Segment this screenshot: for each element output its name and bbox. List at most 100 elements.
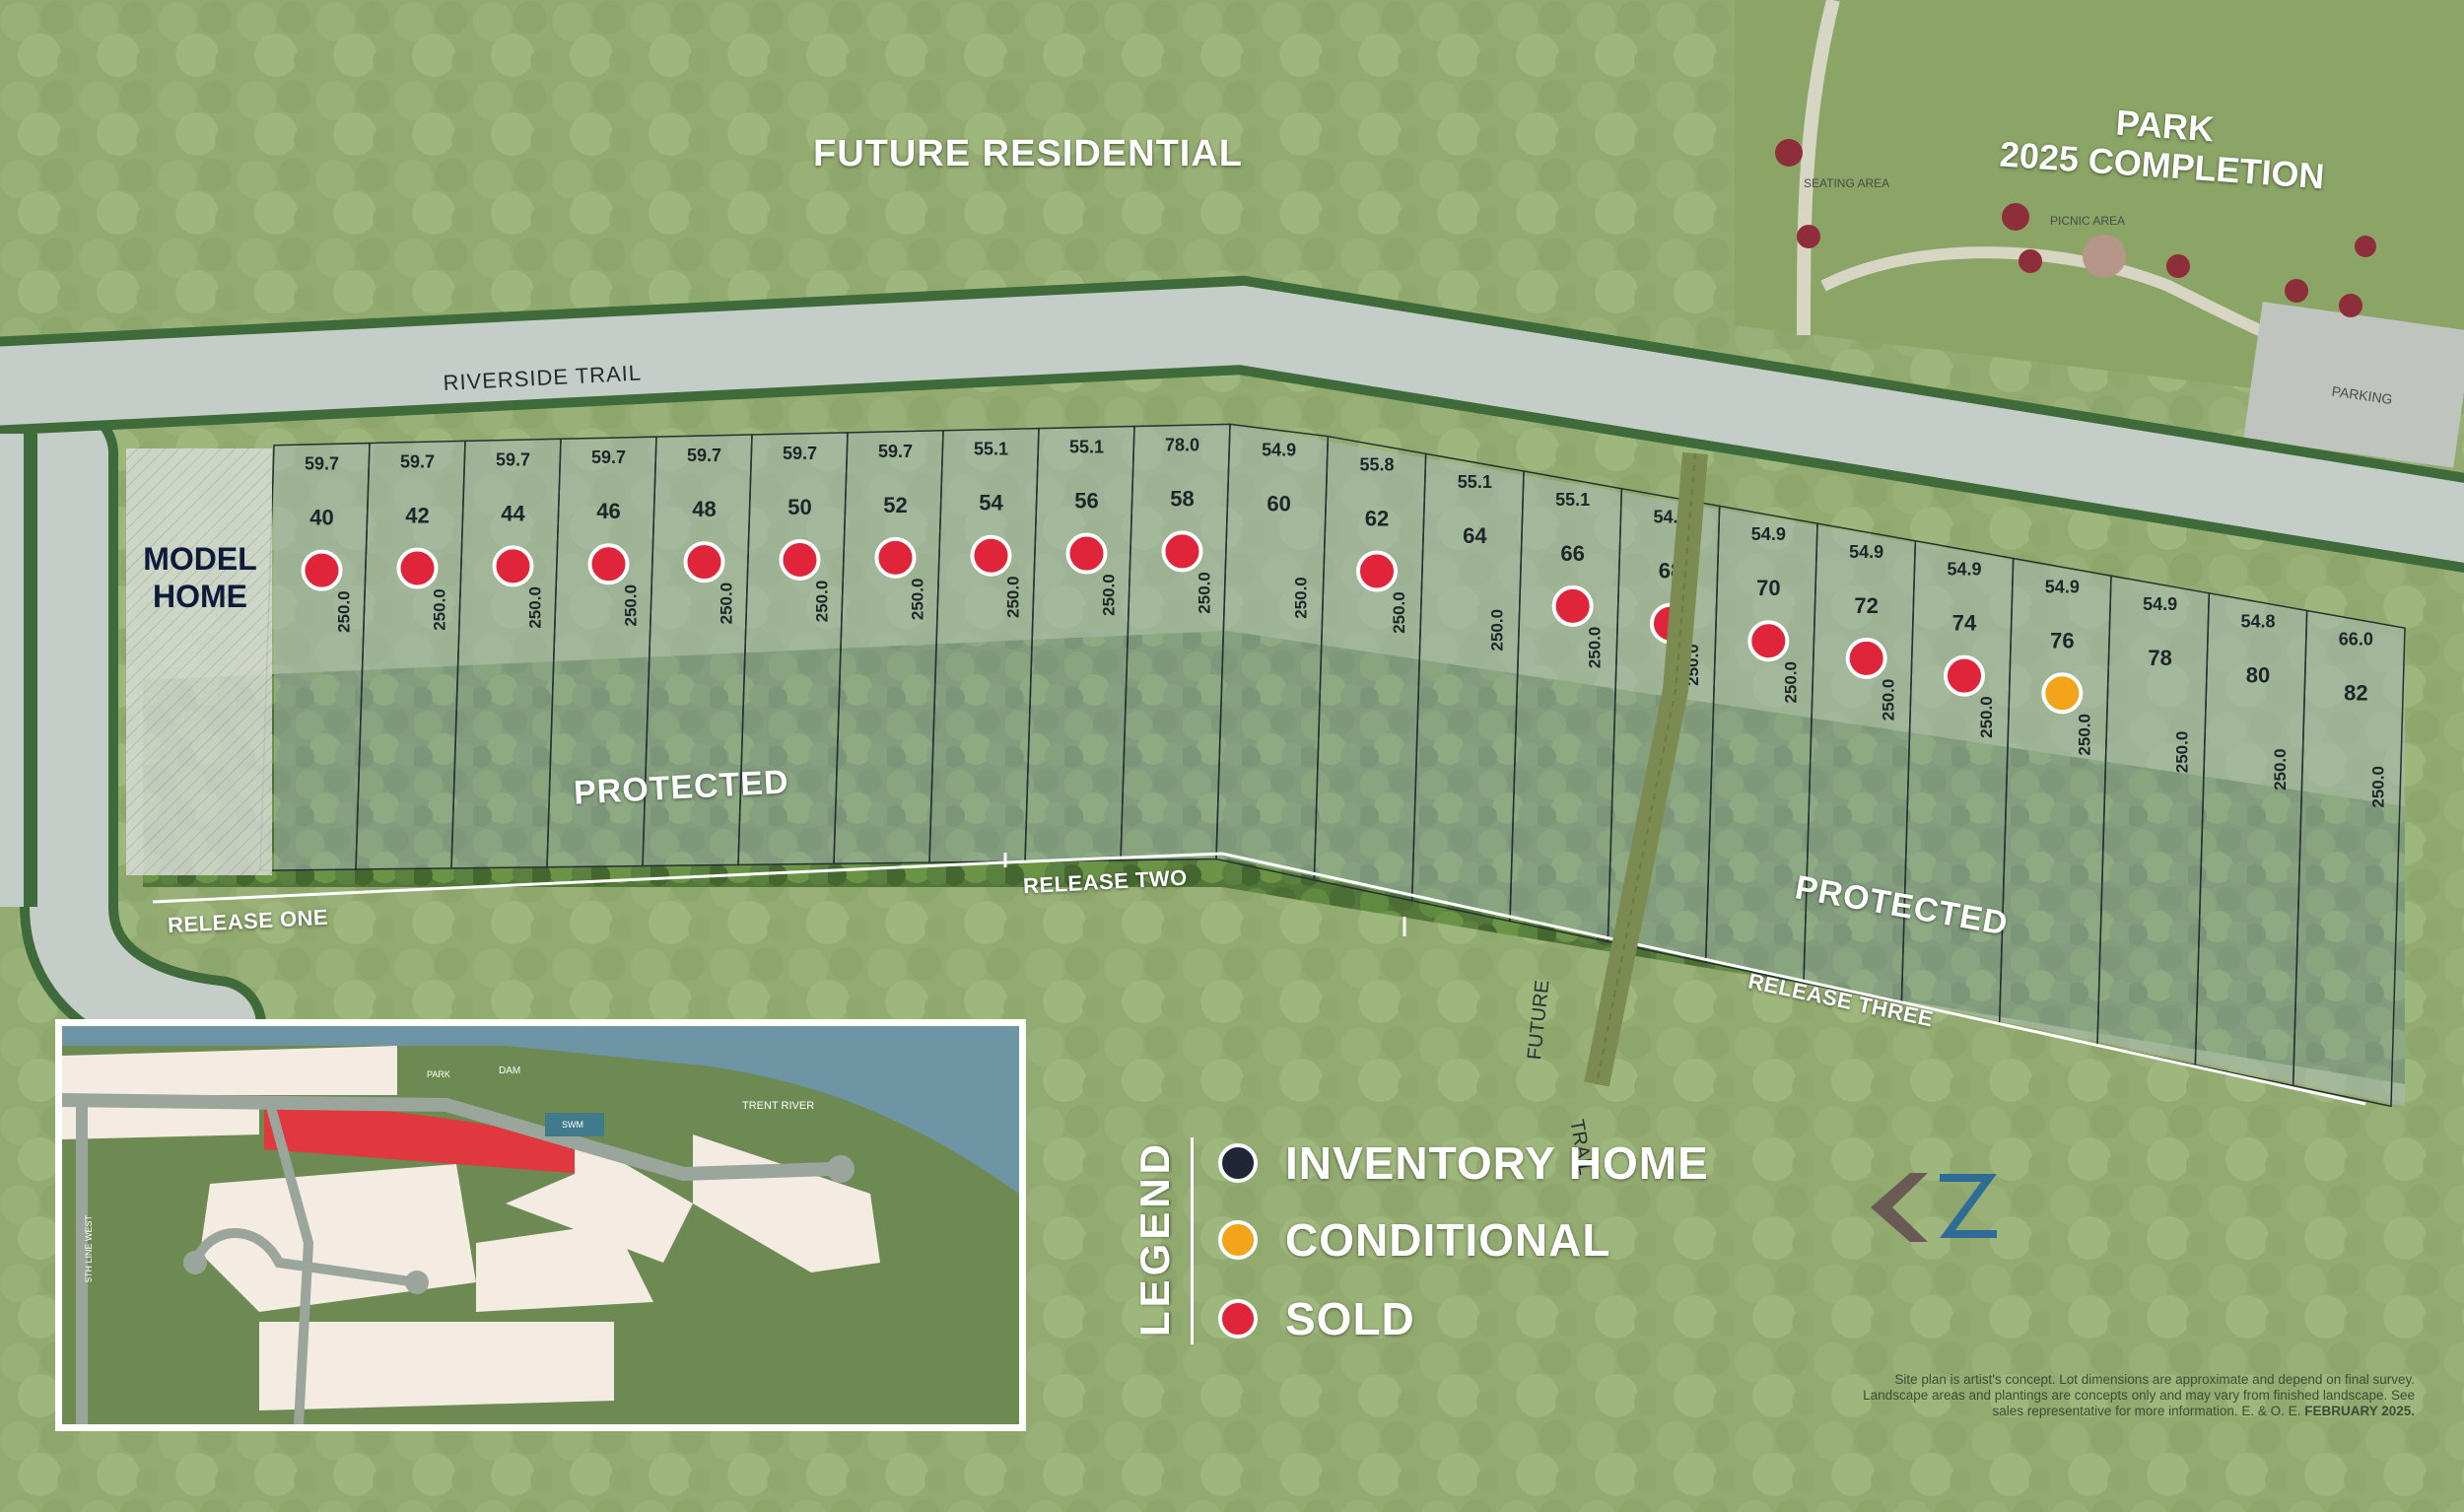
lot-depth: 250.0 xyxy=(2271,748,2290,790)
lot-depth: 250.0 xyxy=(813,581,832,623)
disclaimer-line3: sales representative for more informatio… xyxy=(1567,1404,2415,1419)
lot-frontage: 54.9 xyxy=(1262,441,1296,460)
lot-depth: 250.0 xyxy=(2173,731,2192,774)
key-map-inset: DAM TRENT RIVER SWM PARK 5TH LINE WEST xyxy=(55,1019,1026,1431)
legend: LEGEND INVENTORY HOME CONDITIONAL SOLD xyxy=(1124,1132,1754,1348)
lot-frontage: 54.9 xyxy=(1849,542,1883,562)
lots-layer: 59.740250.059.742250.059.744250.059.7462… xyxy=(259,423,2406,1108)
lot-frontage: 59.7 xyxy=(687,446,721,465)
lot-frontage: 54.9 xyxy=(2045,577,2080,596)
disclaimer-line3-text: sales representative for more informatio… xyxy=(1992,1404,2301,1418)
legend-item-sold: SOLD xyxy=(1218,1291,1415,1346)
key-map-swm-label: SWM xyxy=(562,1120,583,1130)
future-residential-label: FUTURE RESIDENTIAL xyxy=(813,133,1243,174)
model-home-lot[interactable] xyxy=(126,448,272,875)
lot-depth: 250.0 xyxy=(1004,576,1023,618)
lot-depth: 250.0 xyxy=(2075,714,2093,756)
model-home-line1: MODEL xyxy=(143,541,257,577)
lot-depth: 250.0 xyxy=(1781,661,1800,704)
lot-number: 62 xyxy=(1365,507,1389,531)
release-boundary-line xyxy=(152,852,2366,1106)
legend-title: LEGEND xyxy=(1131,1139,1178,1337)
lot-depth: 250.0 xyxy=(1487,609,1506,652)
lot-depth: 250.0 xyxy=(1586,627,1605,669)
lot-number: 48 xyxy=(692,497,716,521)
key-map-river-label: TRENT RIVER xyxy=(742,1100,814,1112)
parking-lot xyxy=(2243,302,2464,468)
lot-depth: 250.0 xyxy=(1390,591,1408,634)
lot-number: 42 xyxy=(405,503,429,527)
legend-item-conditional: CONDITIONAL xyxy=(1218,1212,1610,1268)
developer-logo-icon xyxy=(1871,1173,1997,1242)
legend-label-conditional: CONDITIONAL xyxy=(1285,1214,1611,1266)
lot-depth: 250.0 xyxy=(1880,679,1898,722)
lot-depth: 250.0 xyxy=(526,586,545,629)
lot-depth: 250.0 xyxy=(909,579,927,621)
sold-dot-icon xyxy=(1218,1299,1258,1339)
lot-number: 46 xyxy=(596,499,620,523)
lot-72[interactable]: 54.9 72 250.0 xyxy=(1803,522,1917,1004)
lot-number: 58 xyxy=(1170,486,1194,511)
lot-frontage: 55.1 xyxy=(1555,490,1590,510)
lot-frontage: 55.1 xyxy=(1458,472,1492,492)
lot-number: 80 xyxy=(2246,663,2270,688)
lot-depth: 250.0 xyxy=(2368,766,2387,808)
lot-number: 64 xyxy=(1463,523,1487,548)
lot-number: 78 xyxy=(2148,646,2171,670)
sold-status-dot xyxy=(683,541,725,584)
sold-status-dot xyxy=(1845,637,1887,679)
picnic-area-label: PICNIC AREA xyxy=(2050,214,2125,228)
legend-label-sold: SOLD xyxy=(1285,1293,1415,1344)
lot-frontage: 54.9 xyxy=(1947,560,1981,580)
legend-label-inventory: INVENTORY HOME xyxy=(1285,1137,1709,1189)
key-map-svg: DAM TRENT RIVER SWM PARK 5TH LINE WEST xyxy=(62,1026,1019,1424)
conditional-status-dot xyxy=(2041,672,2084,715)
sold-status-dot xyxy=(587,543,630,585)
lot-number: 72 xyxy=(1854,593,1878,618)
key-map-park-label: PARK xyxy=(427,1069,450,1079)
lot-frontage: 59.7 xyxy=(400,451,435,471)
lot-block-fill xyxy=(274,424,2405,1107)
sold-status-dot xyxy=(1065,532,1108,575)
sold-status-dot xyxy=(1944,654,1985,697)
seating-area-label: SEATING AREA xyxy=(1804,176,1889,190)
lot-depth: 250.0 xyxy=(1100,574,1119,616)
key-map-road-label: 5TH LINE WEST xyxy=(84,1214,94,1282)
sold-status-dot xyxy=(1551,584,1594,627)
lot-frontage: 54.9 xyxy=(2143,594,2177,614)
picnic-pavilion xyxy=(2083,235,2126,278)
key-map-release-area xyxy=(264,1095,456,1164)
lot-frontage: 59.7 xyxy=(591,447,626,467)
legend-divider xyxy=(1191,1137,1194,1344)
conditional-dot-icon xyxy=(1218,1220,1258,1260)
disclaimer-line2: Landscape areas and plantings are concep… xyxy=(1863,1388,2415,1403)
disclaimer-line1: Site plan is artist's concept. Lot dimen… xyxy=(1894,1372,2415,1387)
lot-depth: 250.0 xyxy=(335,590,354,633)
key-map-river xyxy=(62,1026,1019,1194)
disclaimer-date: FEBRUARY 2025. xyxy=(2304,1404,2415,1418)
sold-status-dot xyxy=(1356,550,1398,592)
lot-number: 54 xyxy=(979,491,1003,515)
sold-status-dot xyxy=(492,545,534,587)
sold-status-dot xyxy=(1747,620,1790,662)
lot-frontage: 55.1 xyxy=(1069,438,1104,457)
model-home-line2: HOME xyxy=(153,579,247,614)
lot-depth: 250.0 xyxy=(622,584,641,627)
lot-frontage: 55.1 xyxy=(974,440,1008,459)
lot-depth: 250.0 xyxy=(1977,696,1996,738)
lot-frontage: 59.7 xyxy=(305,454,339,474)
lot-frontage: 78.0 xyxy=(1165,435,1199,454)
park-trees xyxy=(1775,139,2376,317)
lot-frontage: 59.7 xyxy=(783,444,817,463)
lot-depth: 250.0 xyxy=(431,588,449,631)
key-map-dam-label: DAM xyxy=(499,1065,520,1076)
lot-frontage: 59.7 xyxy=(496,449,530,469)
sold-status-dot xyxy=(874,536,917,579)
